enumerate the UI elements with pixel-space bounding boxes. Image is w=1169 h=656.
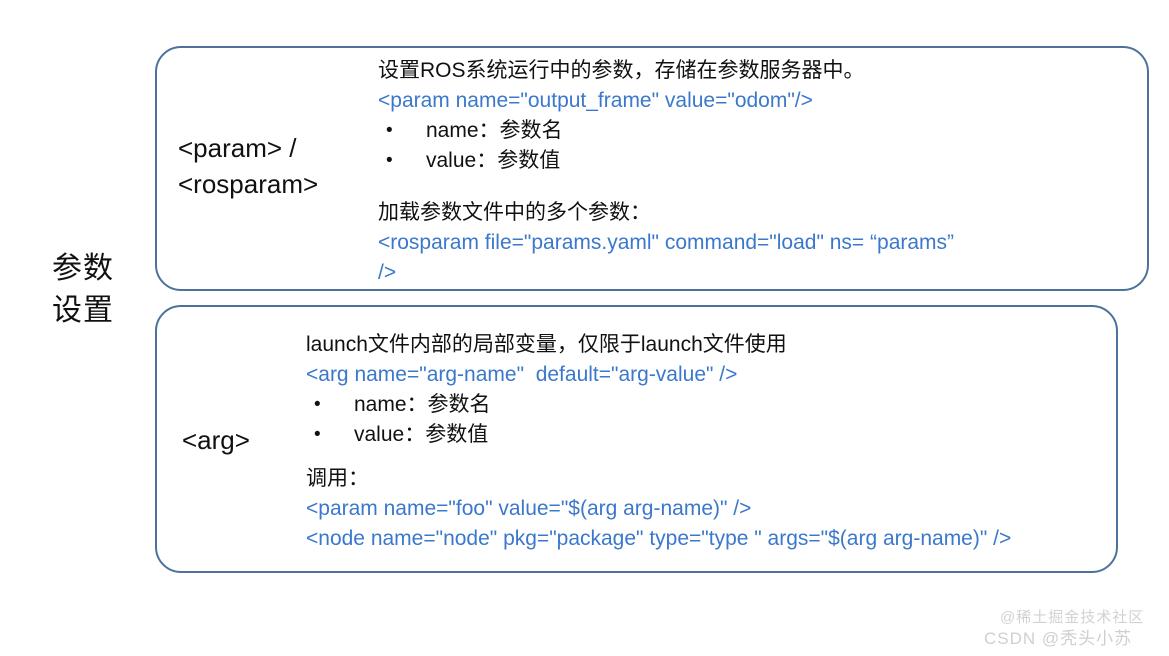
arg-usage-node-code: <node name="node" pkg="package" type="ty… [306,527,1012,550]
param-spacer [378,176,1148,198]
rosparam-example-code: <rosparam file="params.yaml" command="lo… [378,231,955,254]
list-item: value：参数值 [306,420,1126,450]
arg-example-code: <arg name="arg-name" default="arg-value"… [306,363,738,386]
arg-description-line: launch文件内部的局部变量，仅限于launch文件使用 [306,333,787,356]
arg-spacer [306,450,1126,464]
list-item: value：参数值 [378,146,1148,176]
watermark-csdn: CSDN @秃头小苏 [984,629,1133,648]
group-label-parameter-settings: 参数 设置 [52,252,114,327]
param-tag-label: <param> / <rosparam> [178,133,319,199]
param-description-line: 设置ROS系统运行中的参数，存储在参数服务器中。 [378,59,865,82]
rosparam-example-code-close: /> [378,261,397,284]
list-item: name：参数名 [378,116,1148,146]
arg-usage-param-code: <param name="foo" value="$(arg arg-name)… [306,497,752,520]
param-example-code: <param name="output_frame" value="odom"/… [378,89,813,112]
arg-attribute-list: name：参数名 value：参数值 [306,390,1126,450]
param-attribute-list: name：参数名 value：参数值 [378,116,1148,176]
param-section-box [155,46,1149,291]
rosparam-description-line: 加载参数文件中的多个参数： [378,201,651,224]
arg-content-block: launch文件内部的局部变量，仅限于launch文件使用 <arg name=… [306,330,1126,554]
list-item: name：参数名 [306,390,1126,420]
arg-usage-heading: 调用： [306,467,369,490]
param-content-block: 设置ROS系统运行中的参数，存储在参数服务器中。 <param name="ou… [378,56,1148,288]
arg-tag-label: <arg> [182,425,250,455]
watermark-juejin: @稀土掘金技术社区 [1000,609,1145,626]
